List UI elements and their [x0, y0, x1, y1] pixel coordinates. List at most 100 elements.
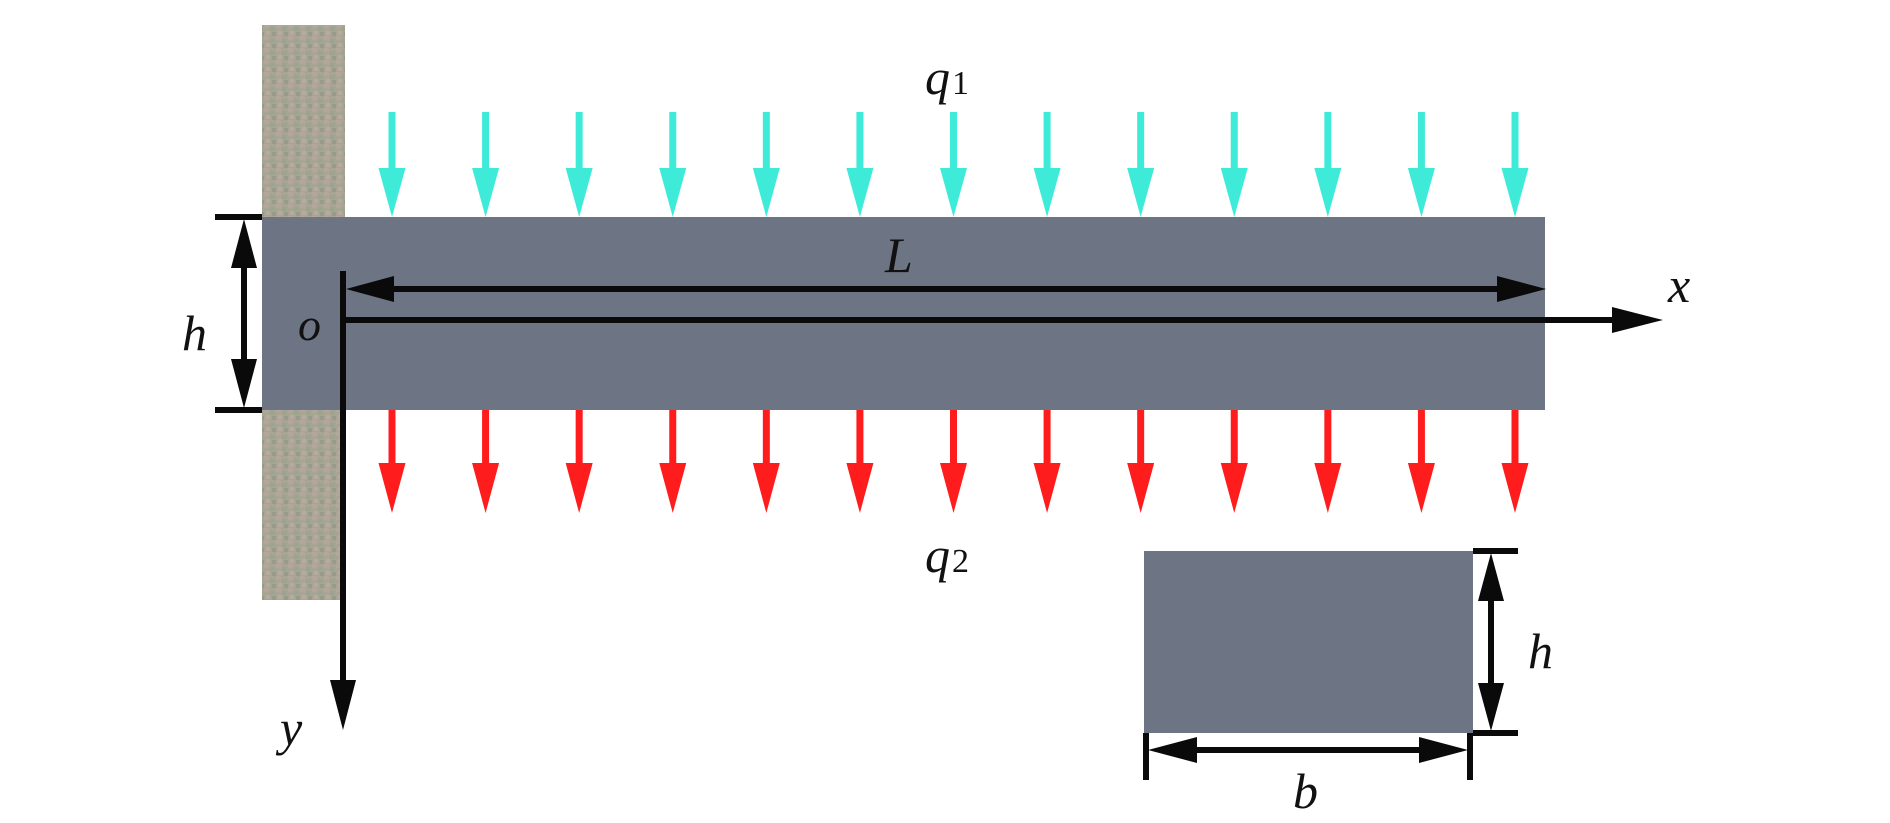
x-axis-arrowhead: [1612, 307, 1663, 333]
q1-load-arrow: [565, 112, 593, 217]
origin-label: o: [298, 299, 321, 350]
arrowhead-down: [231, 359, 257, 408]
q2-load-arrow: [1127, 410, 1155, 513]
q2-label: q2: [925, 527, 969, 583]
arrow-head: [565, 168, 593, 217]
arrow-head: [846, 463, 874, 513]
arrow-shaft: [1137, 112, 1145, 170]
q2-load-arrow: [472, 410, 500, 513]
arrow-head: [1501, 463, 1529, 513]
arrow-head: [659, 168, 687, 217]
arrowhead-up: [231, 219, 257, 268]
q2-load-arrow: [940, 410, 967, 513]
arrowhead-up: [1478, 553, 1504, 601]
arrow-head: [752, 168, 780, 217]
arrow-shaft: [762, 410, 770, 465]
arrow-head: [1033, 463, 1061, 513]
arrow-head: [472, 463, 500, 513]
q2-load-arrow: [1407, 410, 1435, 513]
arrow-shaft: [1417, 410, 1425, 465]
q1-load-arrow: [1314, 112, 1342, 217]
arrow-head: [940, 463, 967, 513]
arrow-shaft: [1511, 112, 1519, 170]
arrow-head: [659, 463, 687, 513]
arrow-head: [378, 168, 406, 217]
arrow-head: [1220, 463, 1248, 513]
y-axis-line: [340, 271, 346, 683]
arrow-head: [1501, 168, 1529, 217]
arrow-shaft: [575, 410, 583, 465]
q1-load-arrow: [846, 112, 874, 217]
q1-load-arrow: [1033, 112, 1061, 217]
q2-load-arrow: [1033, 410, 1061, 513]
dim-line: [390, 286, 1500, 292]
arrow-shaft: [1043, 112, 1051, 170]
arrow-head: [1220, 168, 1248, 217]
arrow-head: [1314, 463, 1342, 513]
arrow-shaft: [1417, 112, 1425, 170]
q1-load-arrow: [752, 112, 780, 217]
section-height-label: h: [1528, 623, 1553, 679]
arrow-shaft: [1324, 410, 1332, 465]
arrowhead-down: [1478, 683, 1504, 731]
q2-load-arrow: [565, 410, 593, 513]
arrow-head: [940, 168, 967, 217]
arrowhead-left: [346, 276, 394, 302]
arrowhead-right: [1497, 276, 1546, 302]
arrow-shaft: [1137, 410, 1145, 465]
length-dimension: [346, 276, 1546, 302]
arrow-shaft: [1230, 410, 1238, 465]
q1-load-arrow: [1407, 112, 1435, 217]
q2-load-arrow: [752, 410, 780, 513]
q1-load-arrow: [659, 112, 687, 217]
arrow-shaft: [762, 112, 770, 170]
section-width-dimension: [1143, 733, 1473, 780]
q2-load-arrow: [659, 410, 687, 513]
q2-load-arrow: [1314, 410, 1342, 513]
arrow-head: [1033, 168, 1061, 217]
q1-load-arrow: [1501, 112, 1529, 217]
arrow-shaft: [1230, 112, 1238, 170]
arrow-head: [565, 463, 593, 513]
arrow-shaft: [1324, 112, 1332, 170]
arrow-shaft: [669, 410, 677, 465]
arrowhead-left: [1148, 737, 1197, 763]
load-q1-arrows: [378, 112, 1529, 217]
load-q2-arrows: [378, 410, 1529, 513]
q1-load-arrow: [1220, 112, 1248, 217]
height-dimension-left: [215, 214, 262, 413]
arrow-shaft: [950, 410, 957, 465]
x-axis-line: [343, 317, 1618, 323]
arrowhead-right: [1419, 737, 1468, 763]
arrow-shaft: [388, 112, 396, 170]
q2-load-arrow: [1220, 410, 1248, 513]
arrow-shaft: [669, 112, 677, 170]
section-width-label: b: [1293, 763, 1318, 819]
arrow-shaft: [856, 410, 864, 465]
arrow-head: [378, 463, 406, 513]
height-label-left: h: [182, 305, 207, 361]
q1-load-arrow: [940, 112, 967, 217]
arrow-head: [1314, 168, 1342, 217]
arrow-shaft: [482, 410, 490, 465]
arrow-shaft: [1511, 410, 1519, 465]
length-label: L: [884, 227, 913, 283]
q2-load-arrow: [1501, 410, 1529, 513]
arrow-shaft: [1043, 410, 1051, 465]
coordinate-axes: [330, 271, 1663, 730]
q2-load-arrow: [378, 410, 406, 513]
beam: [262, 217, 1545, 410]
x-axis-label: x: [1667, 257, 1690, 313]
arrow-shaft: [856, 112, 864, 170]
arrow-shaft: [575, 112, 583, 170]
section-height-dimension: [1473, 548, 1518, 736]
y-axis-arrowhead: [330, 680, 356, 730]
q2-load-arrow: [846, 410, 874, 513]
arrow-shaft: [482, 112, 490, 170]
arrow-head: [1407, 168, 1435, 217]
q1-load-arrow: [472, 112, 500, 217]
arrow-head: [846, 168, 874, 217]
arrow-head: [752, 463, 780, 513]
arrow-head: [1127, 168, 1155, 217]
